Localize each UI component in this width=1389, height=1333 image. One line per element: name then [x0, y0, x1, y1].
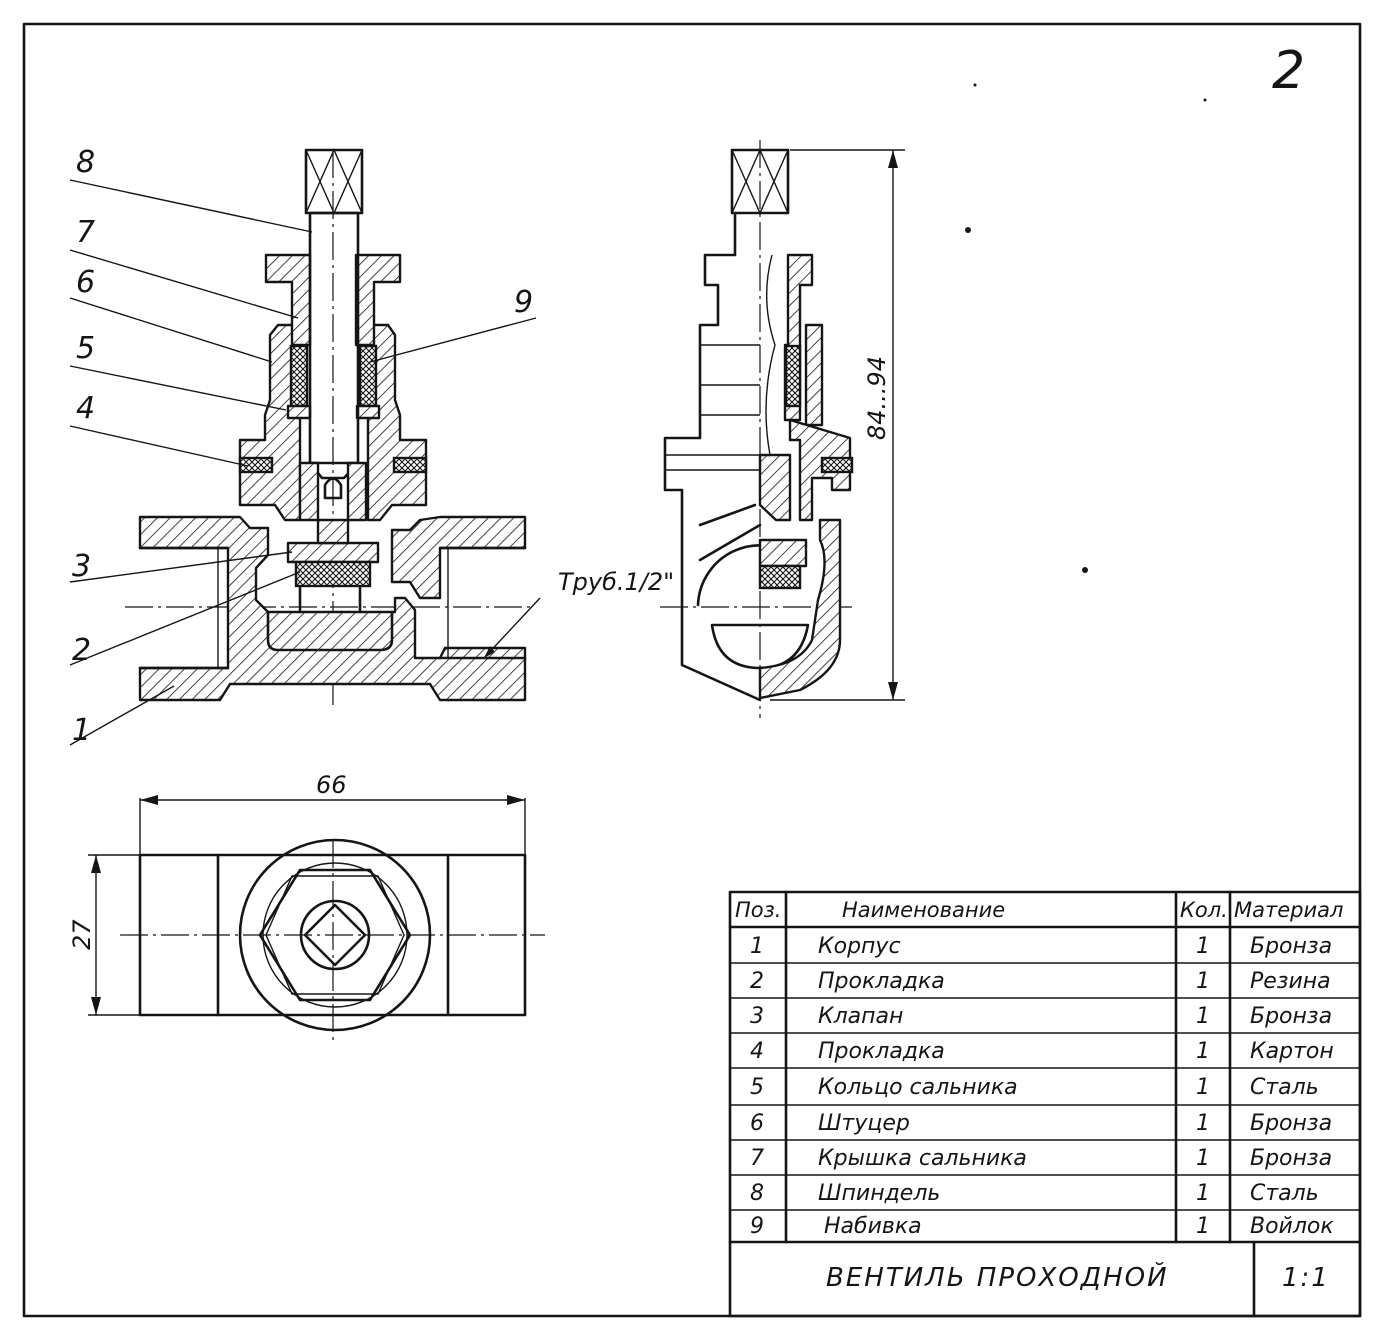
svg-text:9: 9	[750, 1214, 764, 1239]
callout-7: 7	[76, 215, 95, 250]
svg-text:2: 2	[750, 969, 764, 994]
svg-text:5: 5	[750, 1075, 764, 1100]
svg-text:1: 1	[1196, 1146, 1210, 1171]
height-dimension: 84...94	[863, 356, 891, 440]
gland-ring-part-5	[286, 404, 312, 420]
header-qty: Кол.	[1180, 898, 1228, 922]
spindle-part-8	[308, 211, 360, 465]
gasket-part-4	[238, 456, 274, 474]
length-dimension: 66	[316, 771, 347, 799]
width-dimension: 27	[68, 919, 96, 950]
table-row: 6 Штуцер 1 Бронза	[750, 1111, 1332, 1136]
header-pos: Поз.	[735, 898, 781, 922]
svg-text:1: 1	[1196, 1039, 1210, 1064]
table-row: 9 Набивка 1 Войлок	[750, 1214, 1334, 1239]
callout-5: 5	[76, 331, 95, 366]
callout-6: 6	[76, 265, 95, 300]
svg-text:Штуцер: Штуцер	[818, 1111, 910, 1136]
svg-text:Картон: Картон	[1250, 1039, 1334, 1064]
sheet-frame	[22, 22, 1362, 1318]
callout-3: 3	[72, 549, 91, 584]
valve-part-3	[286, 541, 380, 564]
callout-1: 1	[72, 713, 91, 748]
gasket-part-2	[294, 560, 372, 588]
svg-text:Корпус: Корпус	[818, 934, 901, 959]
svg-text:Сталь: Сталь	[1250, 1075, 1319, 1100]
callout-2: 2	[72, 633, 91, 668]
table-row: 2 Прокладка 1 Резина	[750, 969, 1331, 994]
svg-text:Бронза: Бронза	[1250, 1111, 1332, 1136]
svg-text:Крышка сальника: Крышка сальника	[818, 1146, 1027, 1171]
svg-text:Войлок: Войлок	[1250, 1214, 1334, 1239]
callout-numbers: 8 7 6 5 4 3 2 1 9 Труб.1/2"	[72, 145, 674, 748]
table-row: 7 Крышка сальника 1 Бронза	[750, 1146, 1332, 1171]
svg-text:Кольцо сальника: Кольцо сальника	[818, 1075, 1018, 1100]
svg-text:1: 1	[1196, 1004, 1210, 1029]
svg-text:Прокладка: Прокладка	[818, 969, 945, 994]
svg-text:Сталь: Сталь	[1250, 1181, 1319, 1206]
svg-text:Бронза: Бронза	[1250, 1146, 1332, 1171]
svg-text:Прокладка: Прокладка	[818, 1039, 945, 1064]
front-section-view	[125, 148, 535, 705]
svg-text:1: 1	[1196, 1111, 1210, 1136]
svg-text:Набивка: Набивка	[824, 1214, 922, 1239]
svg-text:Шпиндель: Шпиндель	[818, 1181, 940, 1206]
drawing-scale: 1:1	[1282, 1263, 1330, 1293]
drawing-title: ВЕНТИЛЬ ПРОХОДНОЙ	[826, 1261, 1169, 1293]
svg-text:1: 1	[1196, 1181, 1210, 1206]
table-row: 5 Кольцо сальника 1 Сталь	[750, 1075, 1319, 1100]
svg-text:3: 3	[750, 1004, 764, 1029]
top-view: 66 27	[68, 771, 545, 1045]
header-material: Материал	[1234, 898, 1343, 922]
svg-text:4: 4	[750, 1039, 764, 1064]
svg-text:6: 6	[750, 1111, 764, 1136]
header-name: Наименование	[842, 898, 1005, 922]
svg-text:Клапан: Клапан	[818, 1004, 903, 1029]
callout-4: 4	[76, 391, 95, 426]
svg-text:1: 1	[1196, 1075, 1210, 1100]
callout-leaders	[69, 179, 541, 746]
svg-text:Резина: Резина	[1250, 969, 1331, 994]
pipe-thread-label: Труб.1/2"	[558, 568, 674, 596]
table-row: 4 Прокладка 1 Картон	[750, 1039, 1334, 1064]
svg-text:8: 8	[750, 1181, 764, 1206]
side-view: 84...94	[660, 140, 905, 718]
callout-8: 8	[76, 145, 95, 180]
svg-text:Бронза: Бронза	[1250, 1004, 1332, 1029]
table-row: 3 Клапан 1 Бронза	[750, 1004, 1332, 1029]
svg-text:1: 1	[1196, 1214, 1210, 1239]
packing-part-9	[289, 344, 309, 408]
table-row: 8 Шпиндель 1 Сталь	[750, 1181, 1319, 1206]
svg-text:1: 1	[750, 934, 764, 959]
callout-9: 9	[514, 285, 533, 320]
parts-table: Поз. Наименование Кол. Материал 1 Корпус…	[728, 890, 1362, 1318]
svg-text:7: 7	[750, 1146, 764, 1171]
sheet-number: 2	[1272, 41, 1305, 101]
svg-text:1: 1	[1196, 969, 1210, 994]
table-row: 1 Корпус 1 Бронза	[750, 934, 1332, 959]
svg-text:1: 1	[1196, 934, 1210, 959]
svg-text:Бронза: Бронза	[1250, 934, 1332, 959]
